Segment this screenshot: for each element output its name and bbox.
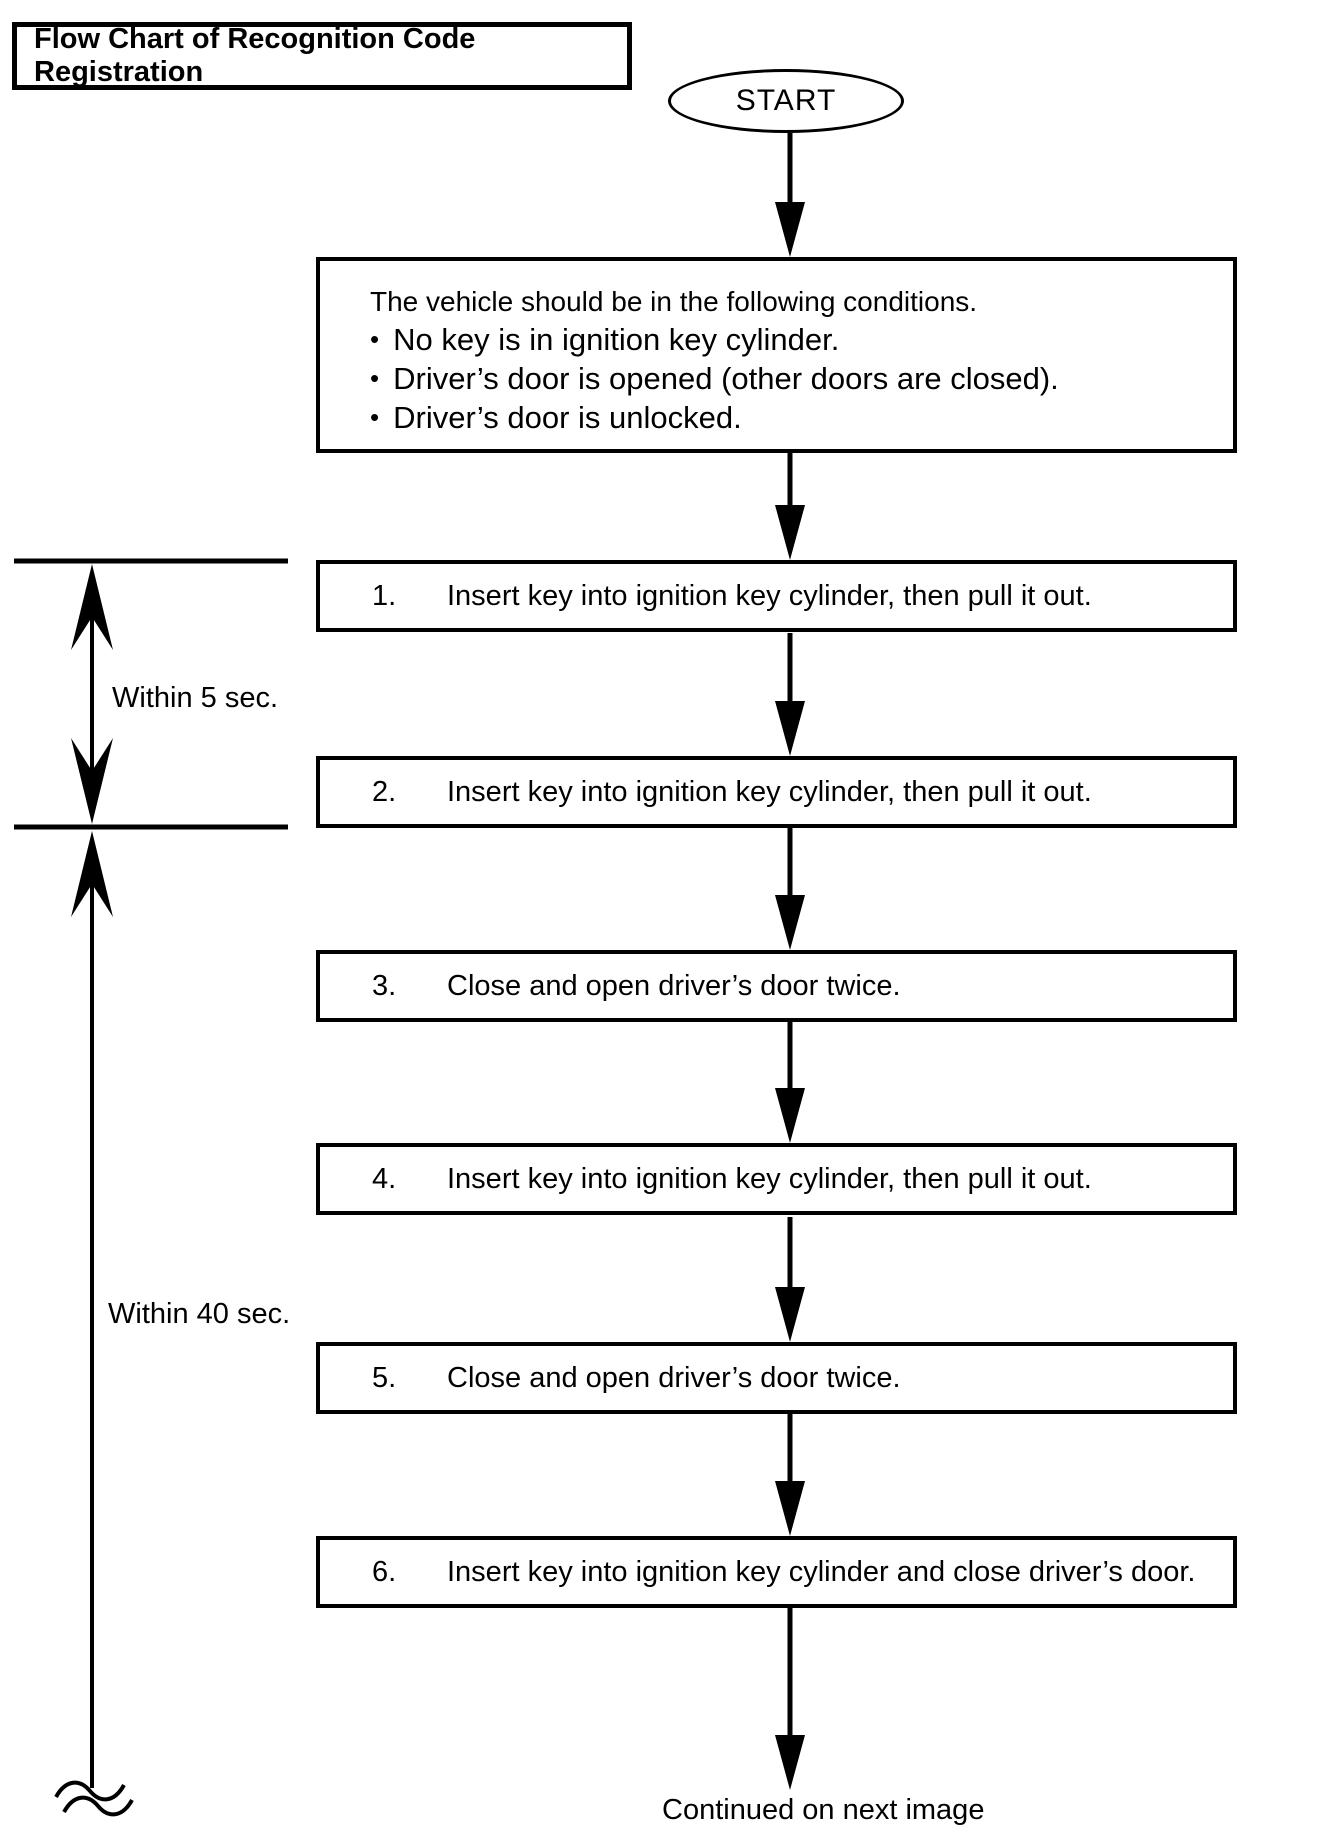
step-text: Insert key into ignition key cylinder, t… [447,775,1092,808]
step-number: 5. [372,1361,397,1394]
timing-arrowhead-down-5sec [71,738,113,824]
timing-label-40sec: Within 40 sec. [108,1298,291,1330]
step-number: 3. [372,969,397,1002]
step-text: Close and open driver’s door twice. [447,969,901,1002]
flow-arrowhead-step4 [775,1088,805,1143]
condition-text: No key is in ignition key cylinder. [393,322,840,357]
start-terminal: START [668,69,904,133]
timing-arrowhead-up-5sec [71,564,113,650]
conditions-box: The vehicle should be in the following c… [316,257,1237,453]
step-text: Insert key into ignition key cylinder an… [447,1555,1196,1588]
step-number: 2. [372,775,397,808]
step-box-2: 2. Insert key into ignition key cylinder… [316,756,1237,828]
timing-arrowhead-up-40sec [71,831,113,917]
step-number: 4. [372,1162,397,1195]
condition-text: Driver’s door is unlocked. [393,400,742,435]
conditions-intro: The vehicle should be in the following c… [370,286,978,317]
flow-arrowhead-step6 [775,1481,805,1536]
bullet-icon: • [370,324,380,354]
chart-title: Flow Chart of Recognition Code Registrat… [34,23,476,88]
condition-bullet-item: • Driver’s door is unlocked. [370,399,1223,438]
step-number: 1. [372,579,397,612]
timing-label-5sec: Within 5 sec. [112,682,278,714]
flow-arrowhead-step1 [775,505,805,560]
flow-arrowhead-continued [775,1735,805,1790]
flow-arrowhead-step2 [775,701,805,756]
step-text: Close and open driver’s door twice. [447,1361,901,1394]
step-box-3: 3. Close and open driver’s door twice. [316,950,1237,1022]
condition-bullet-item: • No key is in ignition key cylinder. [370,321,1223,360]
start-label: START [735,84,837,117]
break-squiggle-icon [54,1780,134,1817]
flow-arrowhead-step3 [775,895,805,950]
continued-note: Continued on next image [662,1794,985,1826]
chart-title-box: Flow Chart of Recognition Code Registrat… [12,22,632,90]
step-number: 6. [372,1555,397,1588]
step-box-5: 5. Close and open driver’s door twice. [316,1342,1237,1414]
condition-bullet-item: • Driver’s door is opened (other doors a… [370,360,1223,399]
bullet-icon: • [370,363,380,393]
condition-text: Driver’s door is opened (other doors are… [393,361,1059,396]
step-box-6: 6. Insert key into ignition key cylinder… [316,1536,1237,1608]
bullet-icon: • [370,402,380,432]
step-box-4: 4. Insert key into ignition key cylinder… [316,1143,1237,1215]
step-text: Insert key into ignition key cylinder, t… [447,579,1092,612]
flow-arrowhead-step5 [775,1287,805,1342]
flow-arrowhead-conditions [775,202,805,257]
step-text: Insert key into ignition key cylinder, t… [447,1162,1092,1195]
step-box-1: 1. Insert key into ignition key cylinder… [316,560,1237,632]
